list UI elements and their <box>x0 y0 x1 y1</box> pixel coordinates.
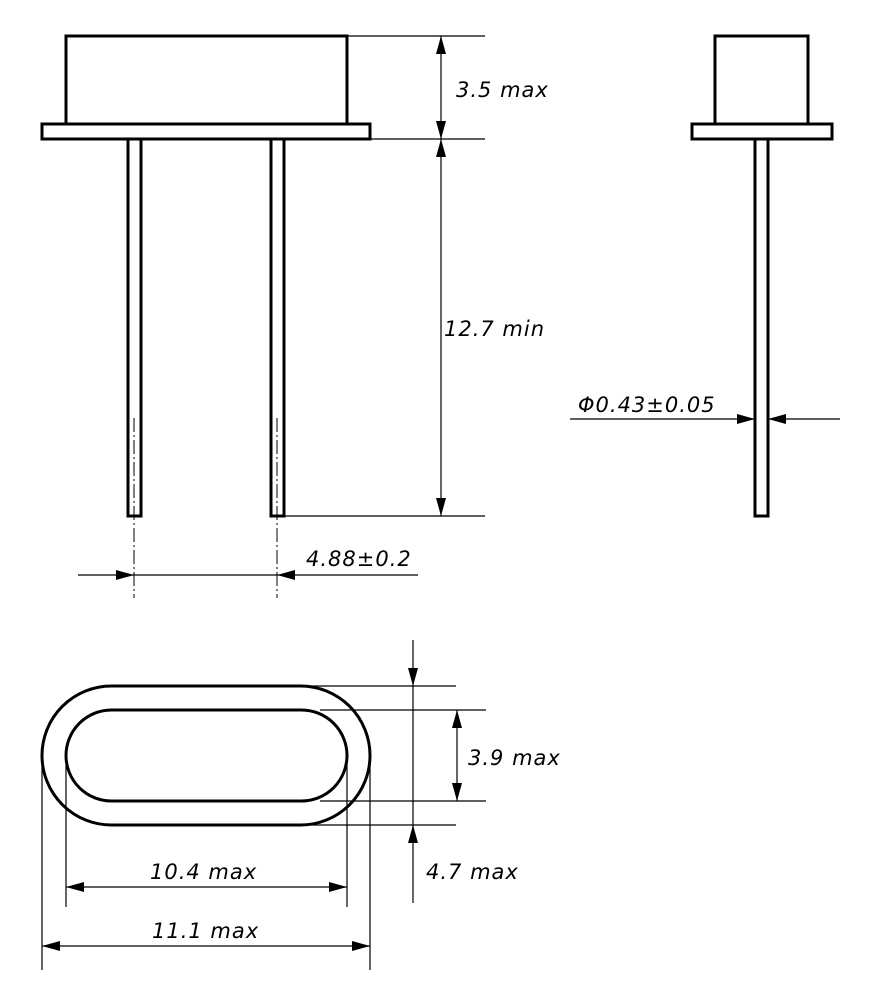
front-view <box>40 34 372 598</box>
arrowhead <box>116 570 134 580</box>
dimension-outer-length: 11.1 max <box>41 756 371 970</box>
dimension-label: 3.9 max <box>468 746 561 770</box>
dimension-outer-width: 4.7 max <box>300 640 519 903</box>
arrowhead <box>66 882 84 892</box>
side-view-can <box>713 34 810 126</box>
arrowhead <box>436 121 446 139</box>
arrowhead <box>408 825 418 843</box>
arrowhead <box>452 710 462 728</box>
dimension-inner-width: 3.9 max <box>320 709 561 802</box>
top-view-outer-outline <box>40 684 372 827</box>
dimension-lead-diameter: Φ0.43±0.05 <box>570 393 840 424</box>
arrowhead <box>277 570 295 580</box>
dimension-label: 3.5 max <box>456 78 549 102</box>
arrowhead <box>352 941 370 951</box>
dimension-label: 4.7 max <box>426 860 519 884</box>
arrowhead <box>408 668 418 686</box>
dimension-label: Φ0.43±0.05 <box>578 393 716 417</box>
arrowhead <box>768 414 786 424</box>
arrowhead <box>452 783 462 801</box>
front-view-can <box>64 34 349 126</box>
dimension-body-height: 3.5 max <box>347 35 549 140</box>
arrowhead <box>329 882 347 892</box>
side-view-flange <box>690 122 834 141</box>
side-view <box>690 34 834 518</box>
arrowhead <box>436 498 446 516</box>
dimension-label: 11.1 max <box>152 919 259 943</box>
front-view-lead-right <box>269 137 286 518</box>
dimension-lead-length: 12.7 min <box>284 139 545 517</box>
dimension-label: 10.4 max <box>150 860 257 884</box>
arrowhead <box>42 941 60 951</box>
dimension-label: 12.7 min <box>444 317 545 341</box>
dimension-inner-length: 10.4 max <box>65 756 348 907</box>
top-view <box>40 684 372 827</box>
dimension-label: 4.88±0.2 <box>306 547 412 571</box>
front-view-lead-left <box>126 137 143 518</box>
dimension-lead-pitch: 4.88±0.2 <box>78 547 418 580</box>
arrowhead <box>436 139 446 157</box>
arrowhead <box>737 414 755 424</box>
top-view-inner-outline <box>64 708 349 803</box>
arrowhead <box>436 36 446 54</box>
front-view-flange <box>40 122 372 141</box>
side-view-lead <box>753 137 770 518</box>
